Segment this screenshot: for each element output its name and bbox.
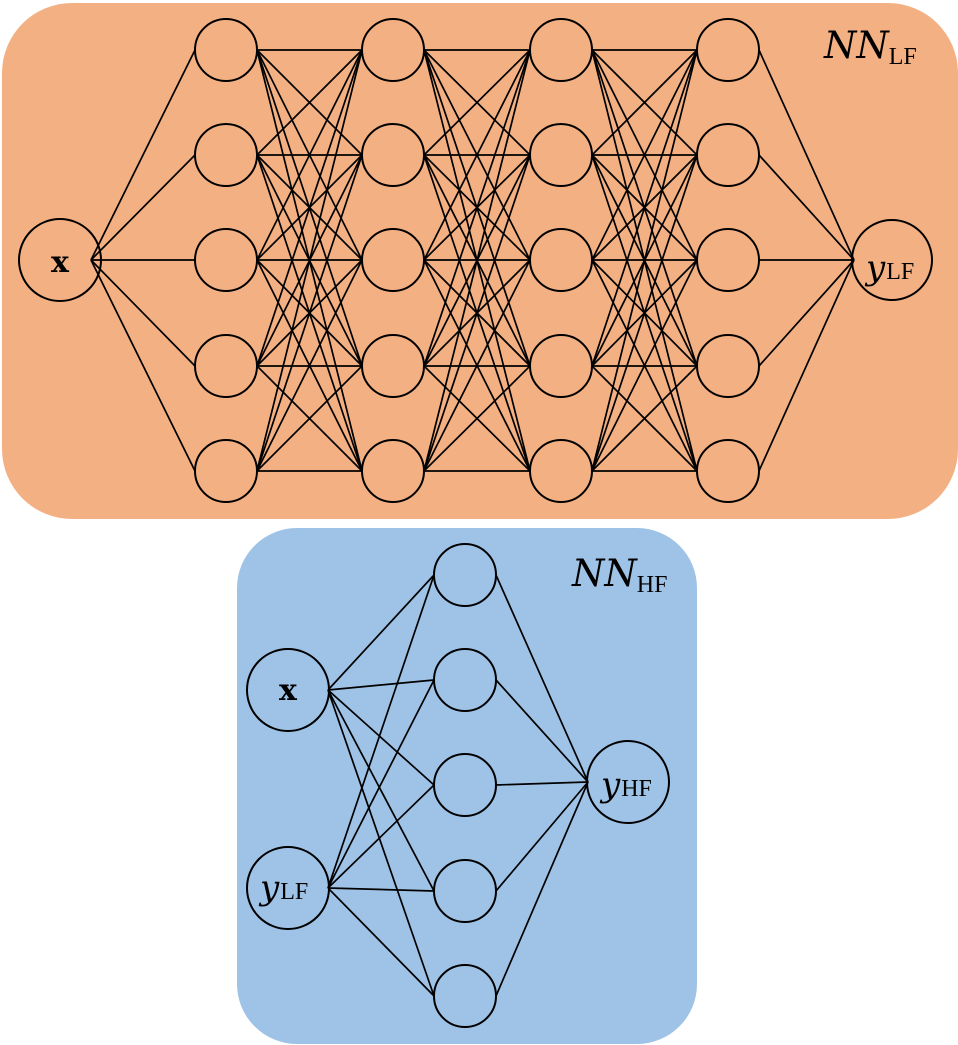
nn-lf-hidden-neuron: [361, 228, 425, 292]
nn-hf-title-sub: HF: [637, 572, 668, 598]
lf-edge-hidden: [423, 49, 531, 472]
nn-lf-hidden-neuron: [529, 439, 593, 503]
nn-hf-output-label-sub: HF: [621, 776, 652, 802]
hf-edge-input: [327, 689, 435, 892]
lf-edge-hidden: [591, 259, 698, 472]
nn-hf-panel: [237, 528, 697, 1044]
nn-lf-hidden-neuron: [361, 18, 425, 82]
nn-hf-neurons: [246, 543, 670, 1028]
nn-hf-input-y-label: yLF: [258, 868, 308, 908]
nn-hf-title-main: NN: [571, 552, 638, 595]
nn-hf-hidden-neuron: [433, 859, 497, 923]
lf-edge-hidden: [423, 49, 531, 367]
nn-hf-hidden-neuron: [433, 753, 497, 817]
hf-edge-input: [327, 679, 435, 889]
nn-lf-input-neuron: [18, 218, 102, 302]
nn-hf-output-label-main: y: [599, 765, 621, 805]
nn-lf-output-label-sub: LF: [886, 259, 914, 285]
hf-edge-output: [495, 679, 589, 783]
nn-lf-hidden-neuron: [696, 228, 760, 292]
nn-lf-title: NNLF: [823, 24, 917, 70]
nn-lf-hidden-neuron: [361, 334, 425, 398]
hf-edge-input: [327, 574, 435, 889]
hf-edge-input: [327, 679, 435, 691]
nn-hf-input-ylf-neuron: [246, 846, 330, 930]
lf-edge-hidden: [591, 365, 698, 472]
hf-edge-output: [495, 781, 589, 786]
lf-edge-hidden: [591, 49, 698, 472]
lf-edge-hidden: [423, 365, 531, 472]
nn-hf-hidden-neuron: [433, 648, 497, 712]
hf-edge-input: [327, 887, 435, 997]
nn-hf-input-x-neuron: [246, 648, 330, 732]
nn-lf-input-x-label: x: [51, 245, 70, 280]
nn-lf-hidden-neuron: [361, 439, 425, 503]
nn-hf-input-y-label-sub: LF: [280, 879, 308, 905]
nn-lf-hidden-neuron: [696, 439, 760, 503]
nn-lf-title-main: NN: [823, 24, 890, 67]
nn-hf-output-label: yHF: [599, 765, 652, 805]
hf-edge-input: [327, 784, 435, 889]
nn-lf-hidden-neuron: [529, 18, 593, 82]
nn-lf-output-label-main: y: [864, 248, 886, 288]
hf-edge-output: [495, 781, 589, 997]
nn-lf-hidden-neuron: [696, 18, 760, 82]
lf-edge-input: [90, 259, 196, 367]
lf-edge-hidden: [591, 49, 698, 367]
lf-edge-hidden: [591, 154, 698, 472]
hf-edge-input: [327, 574, 435, 691]
nn-lf-hidden-neuron: [194, 334, 258, 398]
lf-edge-hidden: [256, 49, 363, 156]
nn-lf-hidden-neuron: [361, 123, 425, 187]
nn-hf-title: NNHF: [571, 552, 667, 598]
nn-lf-hidden-neuron: [696, 334, 760, 398]
hf-edge-input: [327, 887, 435, 892]
nn-lf-hidden-neuron: [529, 334, 593, 398]
lf-edge-hidden: [256, 49, 363, 367]
lf-edge-hidden: [591, 49, 698, 261]
nn-lf-output-neuron: [851, 219, 933, 301]
lf-edge-hidden: [423, 259, 531, 472]
lf-edge-output: [758, 154, 855, 261]
lf-edge-input: [90, 154, 196, 261]
lf-edge-hidden: [423, 154, 531, 472]
nn-lf-hidden-neuron: [529, 123, 593, 187]
nn-lf-neurons: [18, 18, 933, 503]
nn-hf-connections: [327, 574, 589, 997]
lf-edge-hidden: [256, 365, 363, 472]
nn-lf-hidden-neuron: [696, 123, 760, 187]
nn-hf-input-x-label: x: [279, 673, 298, 708]
lf-edge-output: [758, 49, 855, 261]
lf-edge-hidden: [423, 49, 531, 156]
nn-lf-panel: [2, 3, 958, 519]
nn-lf-hidden-neuron: [529, 228, 593, 292]
lf-edge-hidden: [256, 49, 363, 472]
nn-hf-hidden-neuron: [433, 543, 497, 607]
hf-edge-input: [327, 689, 435, 997]
lf-edge-hidden: [256, 259, 363, 472]
hf-edge-input: [327, 689, 435, 786]
nn-lf-hidden-neuron: [194, 228, 258, 292]
lf-edge-input: [90, 49, 196, 261]
lf-edge-hidden: [591, 49, 698, 156]
nn-lf-output-label: yLF: [864, 248, 914, 288]
nn-lf-connections: [90, 49, 855, 472]
lf-edge-output: [758, 259, 855, 367]
hf-edge-output: [495, 574, 589, 783]
hf-edge-output: [495, 781, 589, 892]
lf-edge-hidden: [256, 49, 363, 261]
nn-hf-output-neuron: [586, 740, 670, 824]
lf-edge-hidden: [256, 154, 363, 472]
lf-edge-output: [758, 259, 855, 472]
nn-lf-title-sub: LF: [889, 44, 917, 70]
nn-lf-hidden-neuron: [194, 18, 258, 82]
nn-hf-hidden-neuron: [433, 964, 497, 1028]
nn-lf-hidden-neuron: [194, 439, 258, 503]
lf-edge-hidden: [423, 49, 531, 261]
nn-lf-hidden-neuron: [194, 123, 258, 187]
lf-edge-input: [90, 259, 196, 472]
nn-hf-input-y-label-main: y: [258, 868, 280, 908]
